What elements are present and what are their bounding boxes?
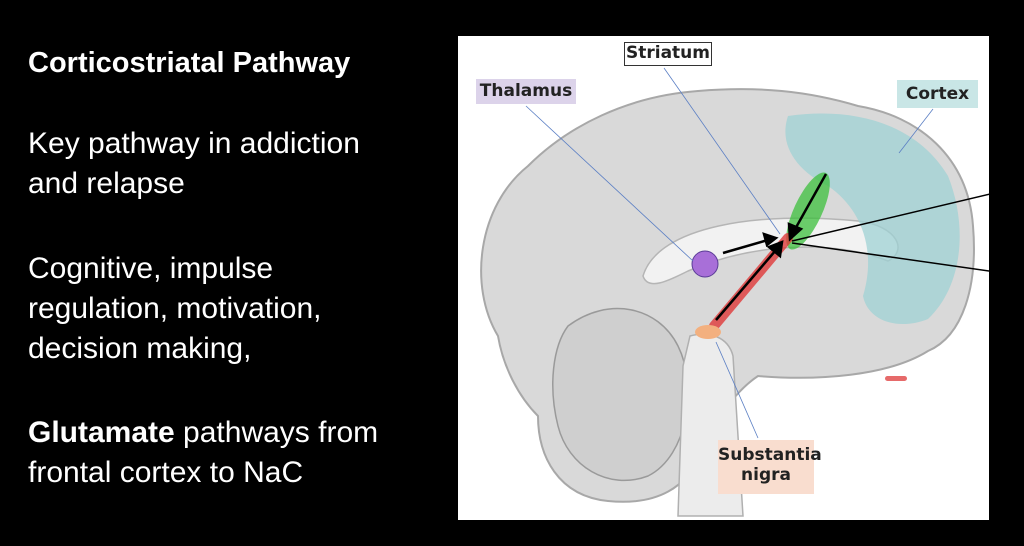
bullet-text: Glutamate pathways from: [28, 413, 378, 453]
red-marker: [885, 376, 907, 381]
bullet-text-rest: pathways from: [174, 416, 379, 449]
substantia-nigra-label: Substantia nigra: [718, 440, 822, 494]
bullet-text: Cognitive, impulse: [28, 252, 274, 285]
bullet-text: Key pathway in addiction: [28, 127, 360, 160]
striatum-leader: [663, 67, 781, 235]
arrow-sn-to-striatum: [715, 249, 777, 321]
label-line: Substantia: [718, 445, 822, 465]
bold-term: Glutamate: [28, 416, 175, 449]
bullet-text: frontal cortex to NaC: [28, 456, 304, 489]
cerebellum: [552, 307, 689, 482]
substantia-nigra-region: [695, 325, 721, 339]
sn-leader: [715, 341, 759, 439]
arrow-thalamus-to-striatum: [722, 238, 769, 255]
cortex-leader: [898, 108, 934, 154]
cortex-region: [785, 113, 960, 325]
bullet-text: decision making,: [28, 332, 252, 365]
brain-illustration: [480, 67, 1024, 517]
thalamus-dot: [691, 250, 719, 278]
bullet-text: regulation, motivation,: [28, 292, 322, 325]
thalamus-label: Thalamus: [476, 79, 576, 104]
striatum-label: Striatum: [624, 42, 712, 66]
pointer-line: [791, 242, 1024, 277]
slide-title: Corticostriatal Pathway: [28, 47, 351, 79]
label-line: nigra: [741, 465, 791, 485]
brain-diagram: Striatum Thalamus Cortex Substantia nigr…: [458, 36, 1024, 520]
cortex-label: Cortex: [897, 80, 978, 108]
bullet-text: and relapse: [28, 167, 185, 200]
pointer-line: [791, 185, 1024, 242]
arrow-cortex-to-striatum: [792, 173, 828, 232]
thalamus-leader: [525, 105, 694, 262]
